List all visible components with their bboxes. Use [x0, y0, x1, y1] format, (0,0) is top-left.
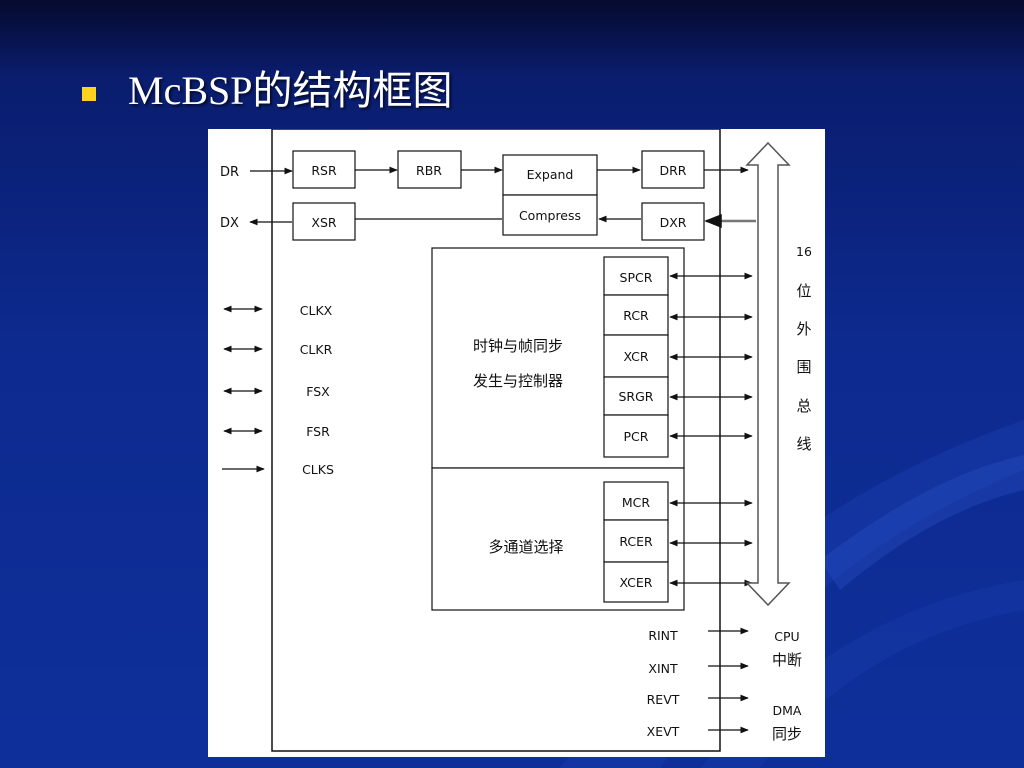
- bus-label-wei2: 围: [796, 358, 811, 376]
- reg-rcr-label: RCR: [623, 308, 649, 323]
- reg-spcr: [603, 256, 669, 296]
- mcbsp-block-diagram: DR DX RSR RBR Expand Compress XSR DRR DX…: [208, 129, 825, 757]
- bullet-square: [82, 87, 96, 101]
- output-cpu: CPU: [774, 629, 799, 644]
- signal-xevt: XEVT: [647, 724, 680, 739]
- signal-fsr: FSR: [306, 424, 330, 439]
- reg-xcr: [603, 334, 669, 378]
- reg-rcr: [603, 294, 669, 336]
- dxr-label: DXR: [660, 215, 687, 230]
- reg-spcr-label: SPCR: [620, 270, 653, 285]
- signal-clkr: CLKR: [300, 342, 333, 357]
- signal-revt: REVT: [647, 692, 680, 707]
- slide-title: McBSP的结构框图: [128, 68, 453, 113]
- signal-clks: CLKS: [302, 462, 334, 477]
- clock-block-line1: 时钟与帧同步: [473, 337, 563, 355]
- bus-label-zong: 总: [796, 397, 811, 415]
- clock-block-line2: 发生与控制器: [473, 372, 563, 390]
- reg-srgr-label: SRGR: [619, 389, 654, 404]
- compress-label: Compress: [519, 208, 581, 223]
- signal-fsx: FSX: [306, 384, 330, 399]
- expand-block: [502, 154, 598, 196]
- output-dma: DMA: [773, 703, 802, 718]
- reg-xcer: [603, 561, 669, 603]
- reg-mcr-label: MCR: [622, 495, 651, 510]
- reg-srgr: [603, 376, 669, 416]
- rsr-block: [292, 150, 356, 189]
- signal-rint: RINT: [648, 628, 678, 643]
- reg-xcr-label: XCR: [623, 349, 648, 364]
- output-cpu-interrupt: 中断: [772, 651, 802, 669]
- pin-dr-label: DR: [220, 165, 239, 180]
- reg-xcer-label: XCER: [620, 575, 653, 590]
- rsr-label: RSR: [311, 163, 337, 178]
- drr-block: [641, 150, 705, 189]
- rbr-label: RBR: [416, 163, 442, 178]
- rbr-block: [397, 150, 462, 189]
- reg-pcr-label: PCR: [624, 429, 649, 444]
- reg-rcer: [603, 519, 669, 563]
- compress-block: [502, 194, 598, 236]
- dxr-block: [641, 202, 705, 241]
- reg-rcer-label: RCER: [619, 534, 653, 549]
- pin-dx-label: DX: [220, 216, 239, 231]
- xsr-label: XSR: [311, 215, 336, 230]
- peripheral-bus-arrow: [745, 141, 791, 607]
- bus-label-wei: 位: [796, 282, 811, 300]
- signal-clkx: CLKX: [300, 303, 333, 318]
- reg-pcr: [603, 414, 669, 458]
- mcbsp-frame: [271, 129, 721, 752]
- drr-label: DRR: [660, 163, 687, 178]
- bus-label-wai: 外: [796, 320, 811, 338]
- bus-label-16: 16: [796, 244, 812, 259]
- signal-xint: XINT: [648, 661, 678, 676]
- expand-label: Expand: [527, 167, 574, 182]
- output-dma-sync: 同步: [772, 725, 802, 743]
- reg-mcr: [603, 481, 669, 521]
- multichannel-label: 多通道选择: [488, 538, 563, 556]
- xsr-block: [292, 202, 356, 241]
- bus-label-xian: 线: [796, 435, 811, 453]
